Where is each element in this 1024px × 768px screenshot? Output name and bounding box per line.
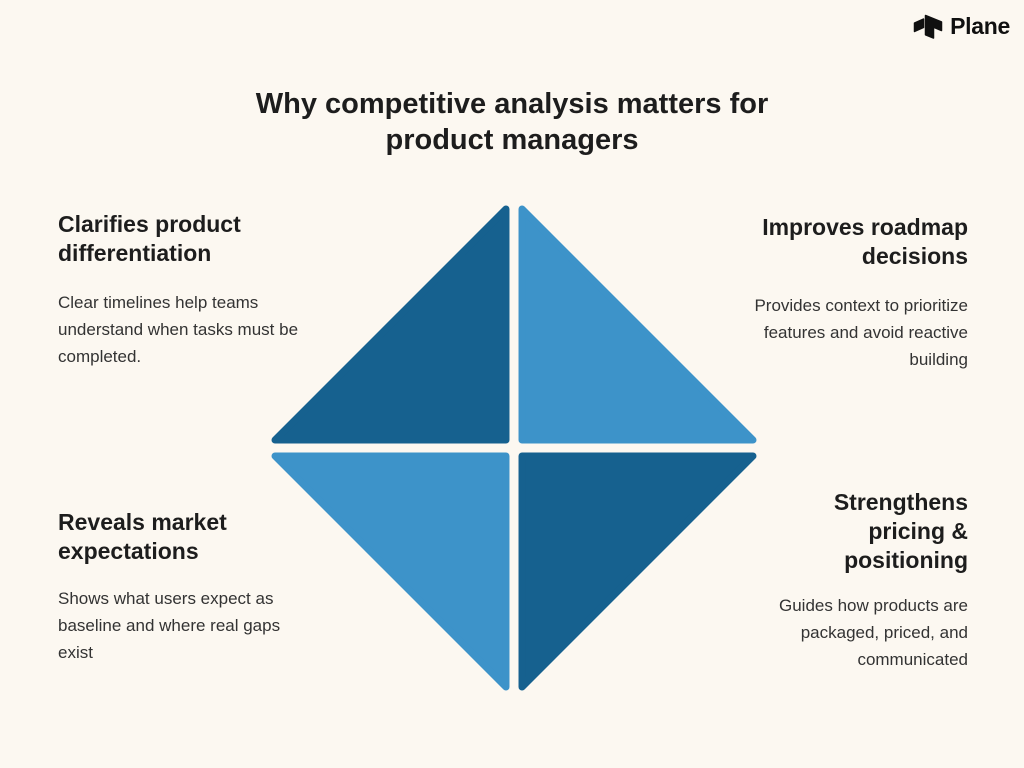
quadrant-improves-roadmap: Improves roadmap decisions Provides cont… <box>703 213 968 374</box>
quadrant-clarifies-differentiation: Clarifies product differentiation Clear … <box>58 210 358 371</box>
triangle-bottom-right <box>518 452 757 691</box>
quadrant-body: Clear timelines help teams understand wh… <box>58 292 299 366</box>
quadrant-body: Guides how products are packaged, priced… <box>779 595 968 669</box>
plane-logo-text: Plane <box>950 13 1010 39</box>
quadrant-strengthens-pricing: Strengthens pricing & positioning Guides… <box>733 488 968 673</box>
quadrant-body: Shows what users expect as baseline and … <box>58 588 281 662</box>
triangle-top-left <box>271 205 510 444</box>
page-title: Why competitive analysis matters for pro… <box>0 87 1024 158</box>
triangle-top-right <box>518 205 757 444</box>
quadrant-heading: Reveals market expectations <box>58 509 227 564</box>
quadrant-heading: Improves roadmap decisions <box>762 214 968 269</box>
diamond-graphic <box>271 205 757 691</box>
plane-logo-icon <box>913 14 943 39</box>
page-title-line-1: Why competitive analysis matters for <box>255 88 769 121</box>
quadrant-body: Provides context to prioritize features … <box>754 295 968 369</box>
quadrant-heading: Clarifies product differentiation <box>58 211 241 266</box>
plane-logo: Plane <box>913 13 1010 40</box>
triangle-bottom-left <box>271 452 510 691</box>
quadrant-reveals-expectations: Reveals market expectations Shows what u… <box>58 508 313 667</box>
page-title-line-2: product managers <box>385 123 639 156</box>
quadrant-heading: Strengthens pricing & positioning <box>833 489 968 573</box>
